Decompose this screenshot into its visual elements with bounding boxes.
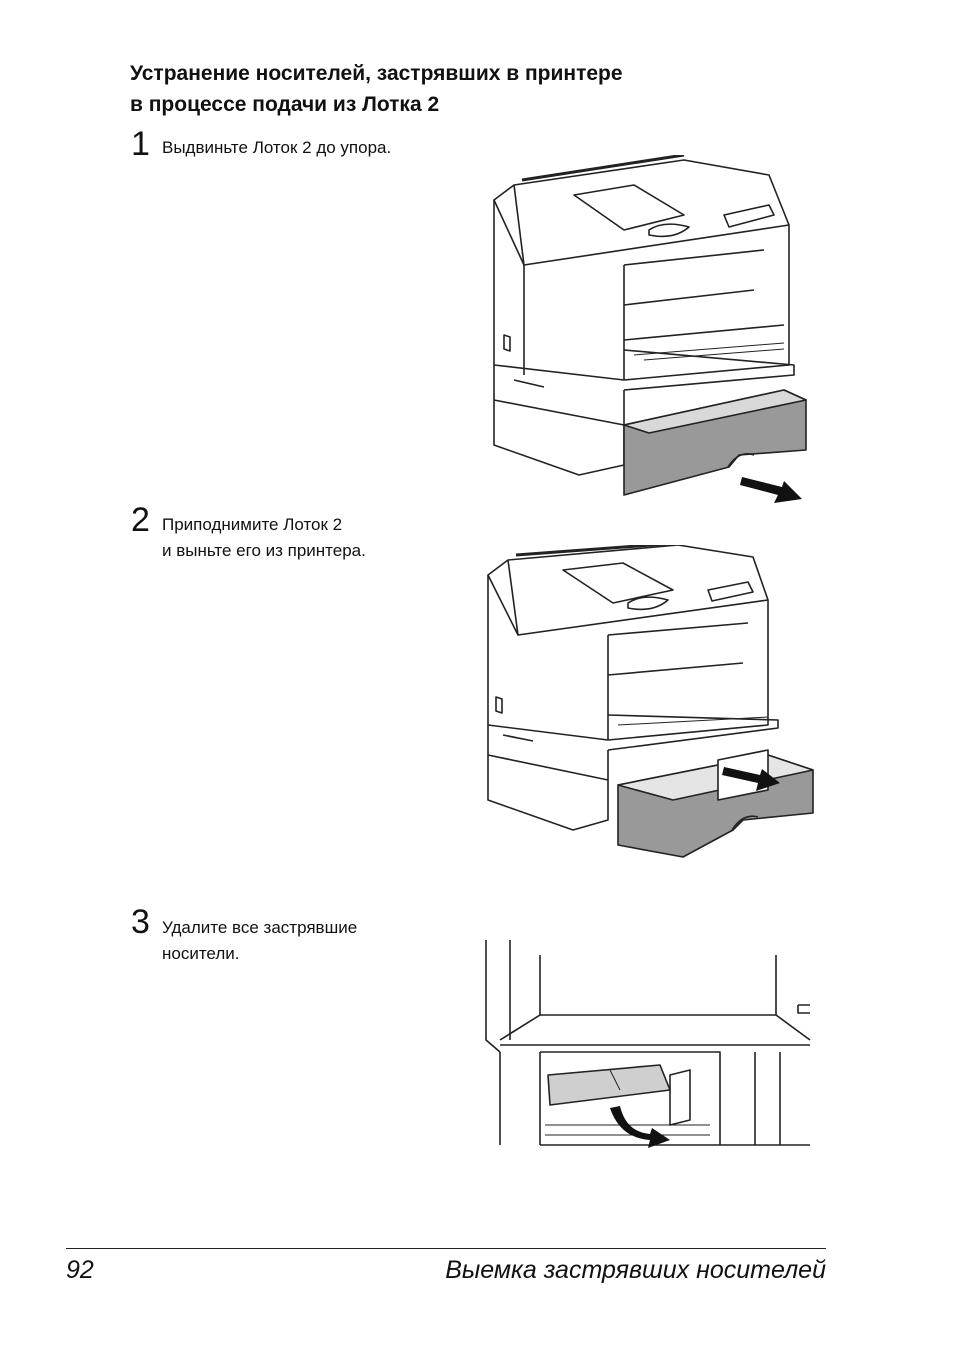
printer-tray-pulled-out-illustration	[493, 155, 807, 503]
section-heading: Устранение носителей, застрявших в принт…	[130, 58, 830, 120]
step-3-line-1: Удалите все застрявшие	[162, 918, 358, 937]
step-3-number: 3	[131, 903, 150, 941]
step-2-instruction: Приподнимите Лоток 2 и выньте его из при…	[162, 512, 366, 564]
section-heading-line-2: в процессе подачи из Лотка 2	[130, 93, 440, 116]
printer-tray-removed-illustration	[487, 545, 814, 858]
page-number: 92	[66, 1256, 94, 1284]
step-2-number: 2	[131, 501, 150, 539]
step-1-line-1: Выдвиньте Лоток 2 до упора.	[162, 138, 392, 157]
step-3-line-2: носители.	[162, 944, 240, 963]
footer-divider	[66, 1248, 826, 1249]
step-2-line-2: и выньте его из принтера.	[162, 541, 366, 560]
jammed-paper-removal-illustration	[485, 940, 811, 1148]
step-3-instruction: Удалите все застрявшие носители.	[162, 915, 357, 967]
running-footer-title: Выемка застрявших носителей	[445, 1256, 826, 1284]
step-1-number: 1	[131, 125, 150, 163]
step-2-line-1: Приподнимите Лоток 2	[162, 515, 343, 534]
step-1-instruction: Выдвиньте Лоток 2 до упора.	[162, 135, 391, 161]
section-heading-line-1: Устранение носителей, застрявших в принт…	[130, 62, 623, 85]
